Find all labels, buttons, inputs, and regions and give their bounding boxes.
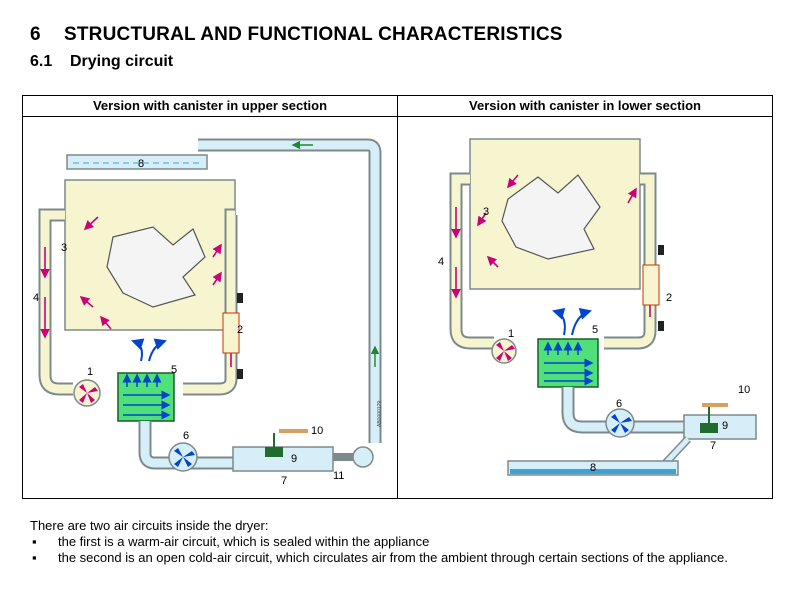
pump-9 xyxy=(265,447,283,457)
label-5: 5 xyxy=(592,324,598,336)
label-11: 11 xyxy=(333,470,344,482)
bullet-icon: ▪ xyxy=(32,534,37,549)
pump-9 xyxy=(700,423,718,433)
label-2: 2 xyxy=(666,292,672,304)
thermostat xyxy=(237,293,243,303)
label-1: 1 xyxy=(87,366,93,378)
section-title: STRUCTURAL AND FUNCTIONAL CHARACTERISTIC… xyxy=(64,24,563,45)
label-3: 3 xyxy=(483,206,489,218)
label-8: 8 xyxy=(138,158,144,170)
right-column-header: Version with canister in lower section xyxy=(469,98,701,113)
subsection-heading: 6.1 Drying circuit xyxy=(30,53,173,71)
bullet-text: the first is a warm-air circuit, which i… xyxy=(58,534,430,549)
label-9: 9 xyxy=(291,453,297,465)
thermostat xyxy=(658,245,664,255)
label-10: 10 xyxy=(311,425,323,437)
description: There are two air circuits inside the dr… xyxy=(30,518,770,566)
label-4: 4 xyxy=(33,292,39,304)
bullet-item: ▪ the first is a warm-air circuit, which … xyxy=(30,534,770,550)
thermostat xyxy=(237,369,243,379)
label-2: 2 xyxy=(237,324,243,336)
label-7: 7 xyxy=(281,475,287,487)
subsection-number: 6.1 xyxy=(30,53,53,70)
bullet-item: ▪ the second is an open cold-air circuit,… xyxy=(30,550,770,566)
upper-canister-diagram: 8 3 4 1 5 2 6 9 10 7 11 AB0000179 xyxy=(23,117,395,497)
subsection-title: Drying circuit xyxy=(70,53,174,70)
label-3: 3 xyxy=(61,242,67,254)
label-8: 8 xyxy=(590,462,596,474)
label-6: 6 xyxy=(616,398,622,410)
label-9: 9 xyxy=(722,420,728,432)
bullet-icon: ▪ xyxy=(32,550,37,565)
lower-canister-diagram: 3 4 1 5 2 6 10 9 7 8 xyxy=(398,117,772,497)
section-number: 6 xyxy=(30,24,41,45)
pump-11 xyxy=(352,446,374,468)
bullet-text: the second is an open cold-air circuit, … xyxy=(58,550,728,565)
figure-code: AB0000179 xyxy=(377,401,383,427)
label-5: 5 xyxy=(171,364,177,376)
collection-tray-7 xyxy=(683,414,757,440)
label-6: 6 xyxy=(183,430,189,442)
left-column-header: Version with canister in upper section xyxy=(92,98,328,113)
heater-2 xyxy=(642,264,660,306)
label-10: 10 xyxy=(738,384,750,396)
diagram-table: Version with canister in upper section V… xyxy=(22,95,773,499)
water-canister-8 xyxy=(66,154,208,170)
label-4: 4 xyxy=(438,256,444,268)
thermostat xyxy=(658,321,664,331)
section-heading: 6 STRUCTURAL AND FUNCTIONAL CHARACTERISTI… xyxy=(30,24,563,46)
description-intro: There are two air circuits inside the dr… xyxy=(30,518,269,533)
label-7: 7 xyxy=(710,440,716,452)
label-1: 1 xyxy=(508,328,514,340)
heater-2 xyxy=(222,312,240,354)
column-divider xyxy=(397,96,398,498)
